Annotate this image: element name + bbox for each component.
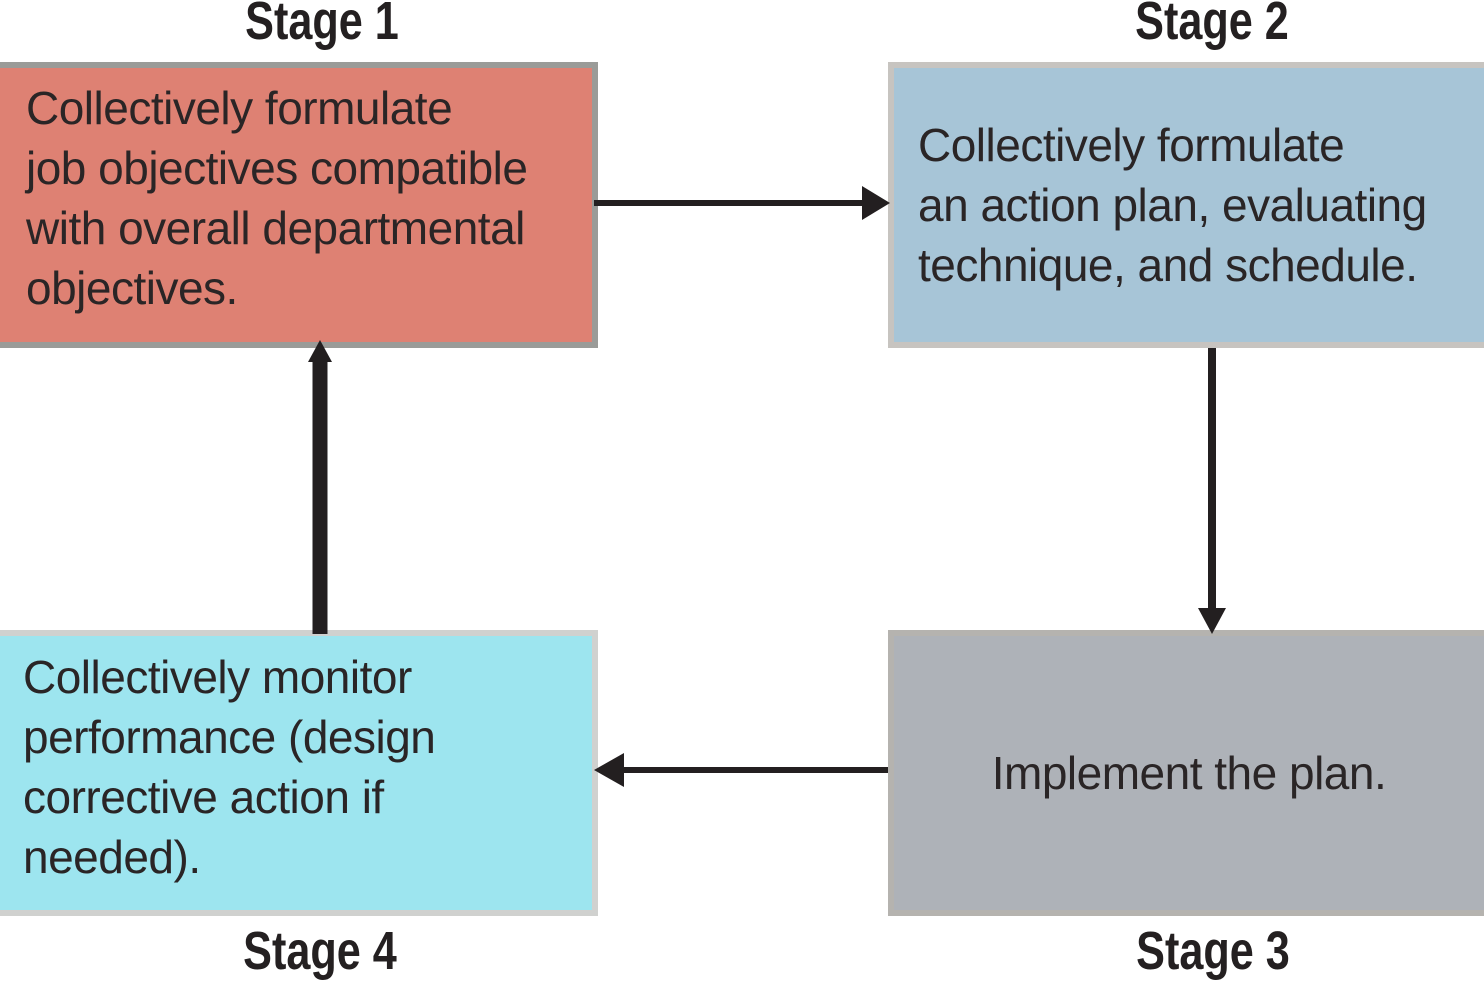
text-line: with overall departmental (26, 202, 525, 254)
text-line: job objectives compatible (26, 142, 528, 194)
stage-box-4: Collectively monitor performance (design… (0, 630, 598, 916)
stage-4-label: Stage 4 (243, 921, 397, 981)
text-line: technique, and schedule. (918, 239, 1418, 291)
stage-3-text: Implement the plan. (992, 743, 1387, 803)
text-line: an action plan, evaluating (918, 179, 1427, 231)
stage-box-2: Collectively formulate an action plan, e… (888, 62, 1484, 348)
text-line: performance (design (23, 711, 436, 763)
stage-1-label: Stage 1 (245, 0, 399, 51)
text-line: Collectively formulate (918, 119, 1345, 171)
text-line: Collectively monitor (23, 651, 412, 703)
stage-box-1: Collectively formulate job objectives co… (0, 62, 598, 348)
arrow-stage-4-to-1 (308, 340, 332, 634)
arrow-stage-3-to-4 (594, 753, 888, 787)
stage-2-text: Collectively formulate an action plan, e… (894, 115, 1427, 295)
text-line: Implement the plan. (991, 747, 1387, 799)
text-line: Collectively formulate (26, 82, 453, 134)
text-line: needed). (23, 831, 201, 883)
stage-box-3: Implement the plan. (888, 630, 1484, 916)
stage-3-label: Stage 3 (1136, 921, 1290, 981)
stage-4-text: Collectively monitor performance (design… (0, 636, 441, 887)
arrow-stage-1-to-2 (594, 186, 890, 220)
text-line: corrective action if (23, 771, 384, 823)
arrow-stage-2-to-3 (1198, 348, 1226, 634)
stage-1-text: Collectively formulate job objectives co… (0, 68, 533, 318)
stage-2-label: Stage 2 (1135, 0, 1289, 51)
text-line: objectives. (26, 262, 238, 314)
